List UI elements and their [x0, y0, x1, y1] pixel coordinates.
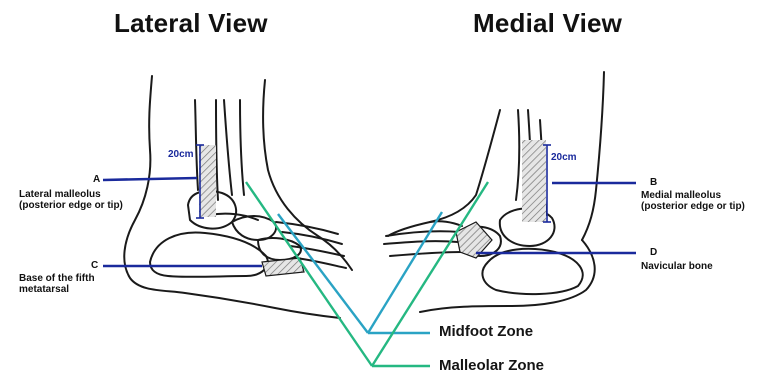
- landmark-c-name: Base of the fifth metatarsal: [19, 273, 95, 295]
- landmark-c-letter: C: [91, 260, 98, 271]
- landmark-d-letter: D: [650, 247, 657, 258]
- landmark-a-name: Lateral malleolus (posterior edge or tip…: [19, 189, 123, 211]
- landmark-d-name: Navicular bone: [641, 261, 713, 272]
- landmark-a-line: [103, 178, 197, 180]
- medial-view-title: Medial View: [473, 8, 622, 39]
- lateral-measure-hatch: [199, 145, 216, 217]
- lateral-measure-label: 20cm: [168, 149, 194, 160]
- lateral-foot-sketch: [124, 76, 352, 318]
- landmark-b-letter: B: [650, 177, 657, 188]
- medial-foot-sketch: [384, 72, 604, 312]
- medial-measure-label: 20cm: [551, 152, 577, 163]
- midfoot-zone-label: Midfoot Zone: [439, 323, 533, 340]
- medial-measure-hatch: [522, 140, 546, 222]
- lateral-view-title: Lateral View: [114, 8, 268, 39]
- landmark-b-name: Medial malleolus (posterior edge or tip): [641, 190, 745, 212]
- landmark-a-letter: A: [93, 174, 100, 185]
- malleolar-zone-label: Malleolar Zone: [439, 357, 544, 374]
